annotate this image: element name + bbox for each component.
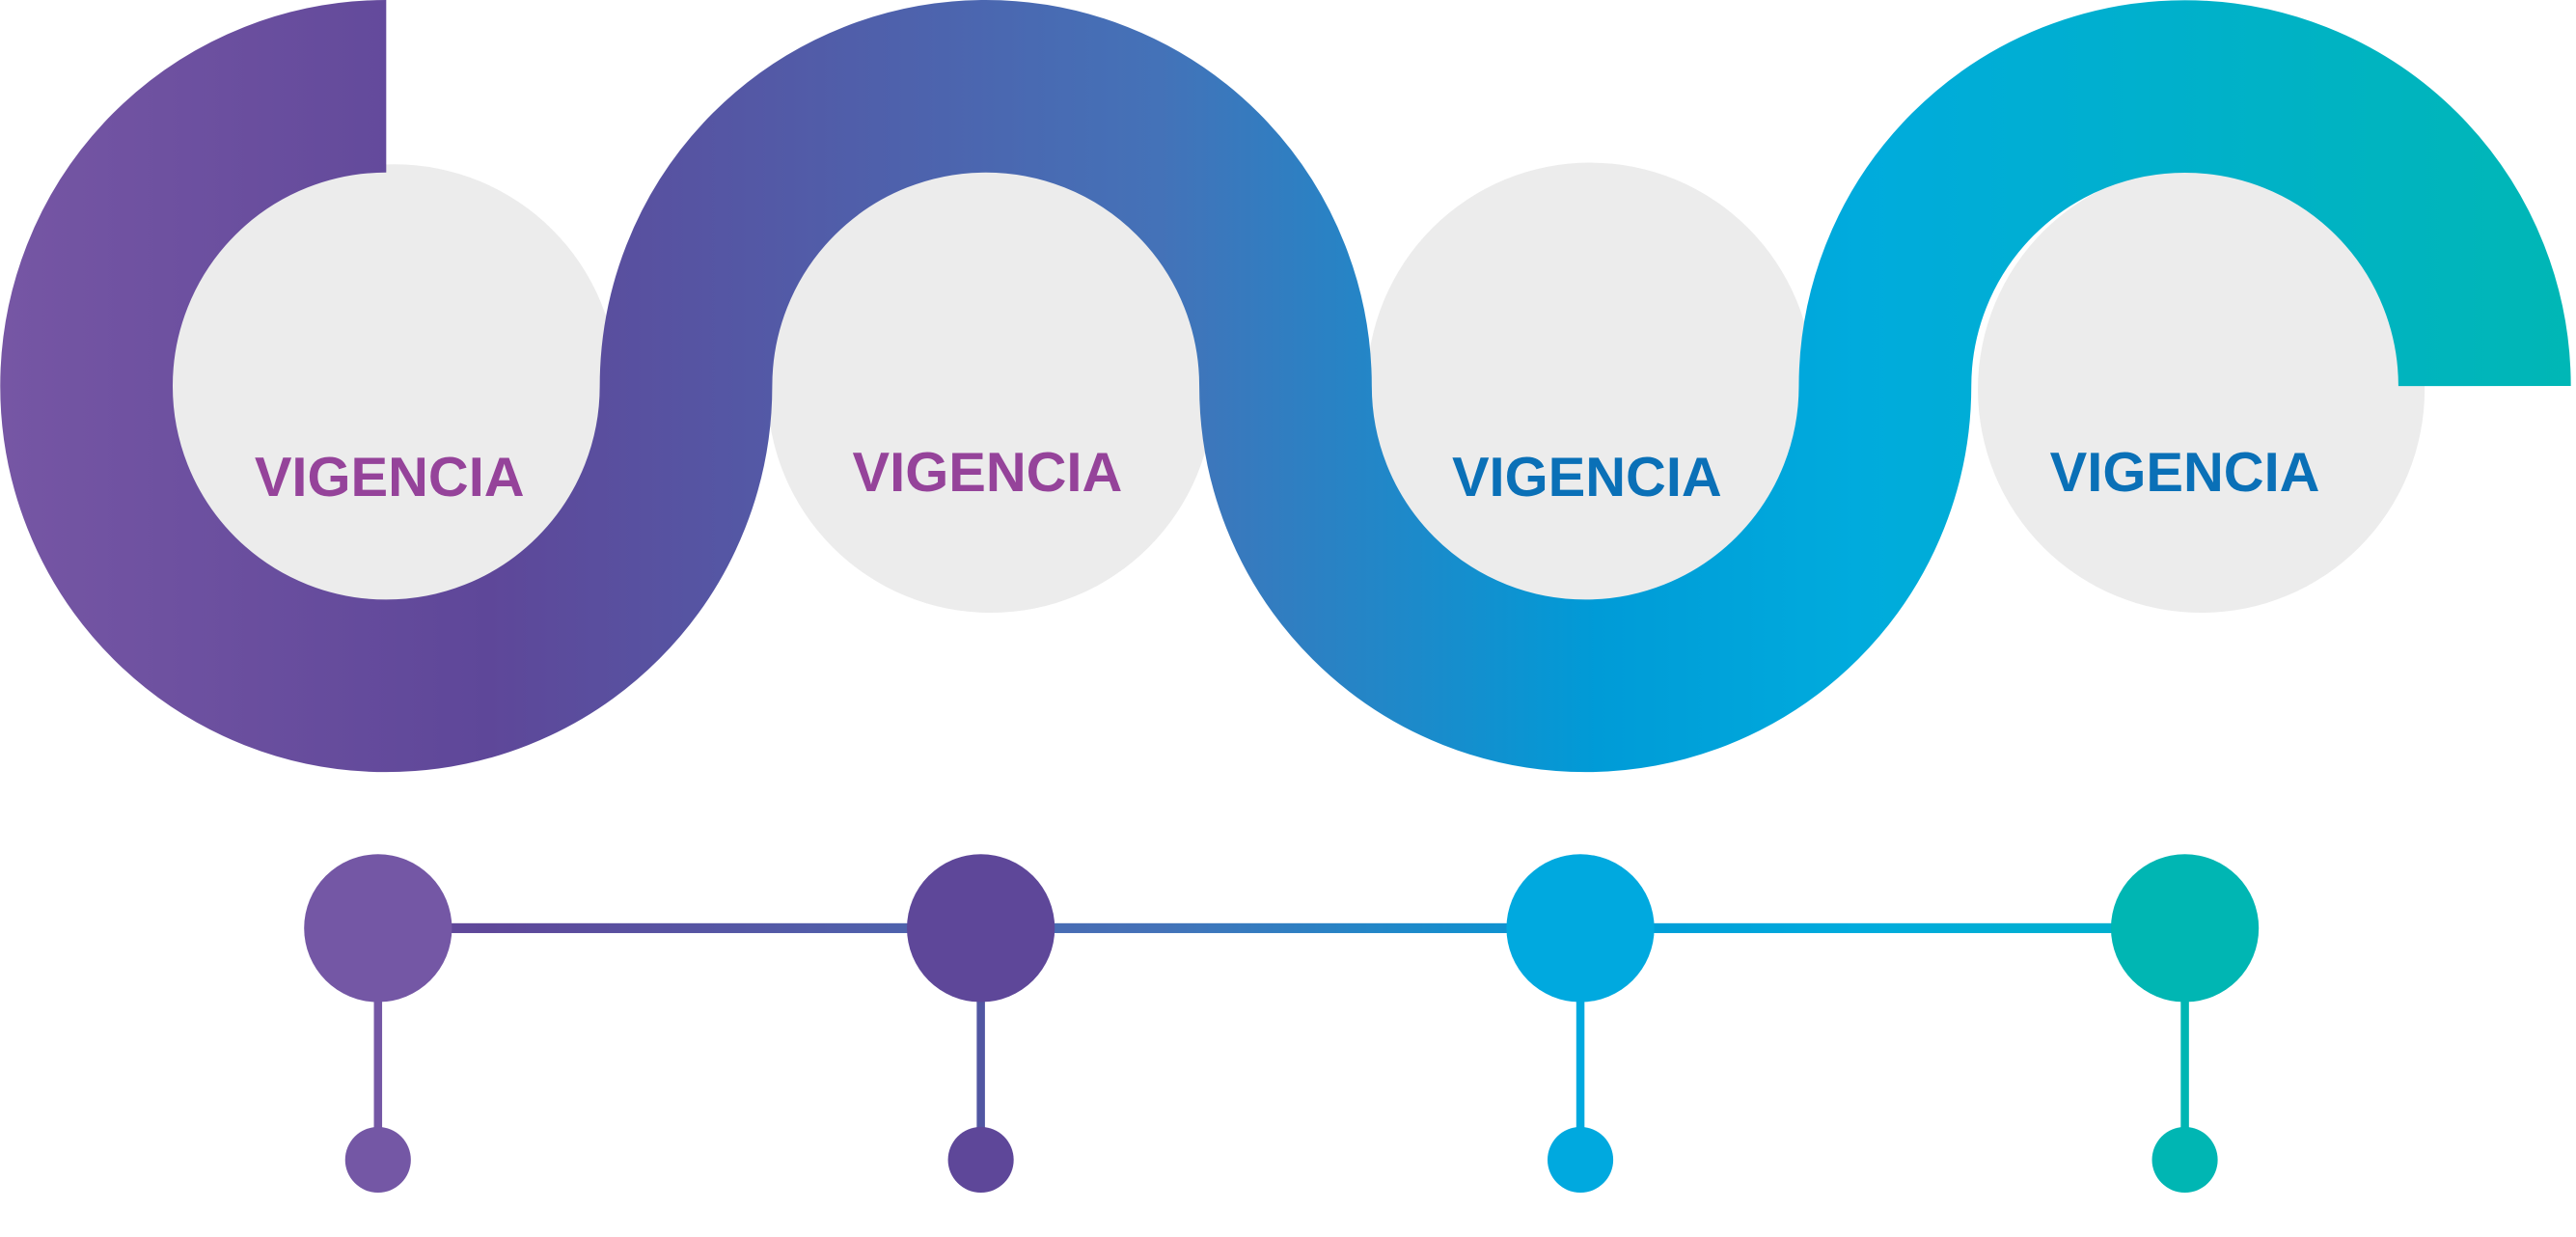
step-circle-1 <box>171 164 618 612</box>
step-circle-2 <box>767 165 1215 614</box>
step-label-2: VIGENCIA <box>853 442 1123 504</box>
step-label-3: VIGENCIA <box>1452 447 1722 509</box>
node-stem <box>2180 927 2189 1159</box>
step-label-4: VIGENCIA <box>2050 442 2320 504</box>
step-circle-4 <box>1978 165 2425 614</box>
node-small <box>1547 1126 1614 1194</box>
node-large <box>1506 854 1655 1003</box>
timeline-line <box>377 922 2185 934</box>
timeline-node-1 <box>304 854 452 1194</box>
node-small <box>947 1126 1014 1194</box>
step-circle-3 <box>1366 162 1814 610</box>
node-small <box>2151 1126 2218 1194</box>
timeline-node-2 <box>907 854 1055 1194</box>
node-stem <box>373 927 383 1159</box>
node-large <box>2110 854 2260 1003</box>
node-large <box>907 854 1055 1003</box>
wave-band <box>0 0 2571 773</box>
timeline-node-3 <box>1506 854 1655 1194</box>
node-stem <box>976 927 985 1159</box>
node-large <box>304 854 452 1003</box>
node-small <box>344 1126 411 1194</box>
step-label-1: VIGENCIA <box>255 447 525 509</box>
timeline-node-4 <box>2110 854 2260 1194</box>
node-stem <box>1576 927 1585 1159</box>
